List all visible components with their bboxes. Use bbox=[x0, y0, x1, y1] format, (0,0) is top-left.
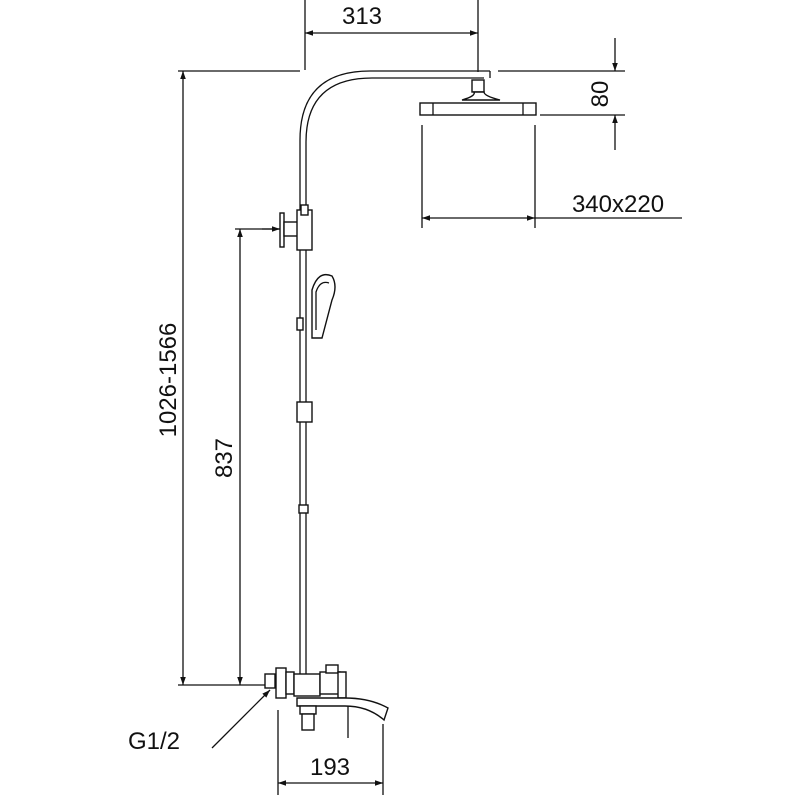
dim-80-label: 80 bbox=[587, 81, 614, 108]
rain-shower-head bbox=[419, 79, 537, 116]
dim-340x220-label: 340x220 bbox=[572, 191, 664, 218]
dim-837-label: 837 bbox=[211, 438, 238, 478]
shower-column bbox=[299, 70, 491, 680]
dim-193-label: 193 bbox=[310, 754, 350, 781]
dim-313-label: 313 bbox=[342, 3, 382, 30]
thread-label: G1/2 bbox=[128, 728, 180, 755]
dimension-head-drop: 80 bbox=[178, 38, 625, 150]
dimension-total-height: 1026-1566 bbox=[155, 71, 265, 686]
slider bbox=[296, 401, 313, 514]
wall-bracket bbox=[279, 204, 313, 251]
dimension-arm-reach: 313 bbox=[304, 0, 479, 72]
hand-shower bbox=[296, 273, 336, 339]
dim-1026-1566-label: 1026-1566 bbox=[155, 323, 182, 438]
bath-mixer bbox=[264, 664, 389, 738]
dimension-outlet-height: 837 bbox=[211, 226, 280, 685]
dimension-mixer-projection: 193 bbox=[277, 710, 384, 795]
dimension-head-size: 340x220 bbox=[421, 125, 682, 228]
thread-callout: G1/2 bbox=[128, 689, 271, 755]
